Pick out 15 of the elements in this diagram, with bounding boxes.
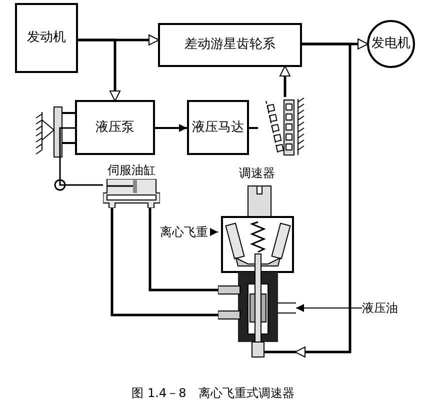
arrow bbox=[280, 66, 290, 97]
component-label: 伺服油缸 bbox=[106, 163, 156, 177]
figure-caption: 图 1.4－8 离心飞重式调速器 bbox=[130, 385, 296, 402]
arrow bbox=[294, 42, 352, 358]
process-box: 发动机 bbox=[15, 3, 78, 73]
callout-text: 离心飞重 bbox=[160, 224, 212, 240]
process-box: 液压马达 bbox=[187, 100, 249, 155]
component-label: 调速器 bbox=[238, 166, 276, 180]
arrow bbox=[296, 304, 362, 312]
arrow bbox=[78, 38, 120, 102]
process-box: 差动游星齿轮系 bbox=[158, 23, 302, 67]
callout-text: 液压油 bbox=[362, 300, 406, 316]
arrow bbox=[155, 124, 187, 132]
process-box: 液压泵 bbox=[75, 100, 155, 155]
arrow bbox=[210, 228, 218, 236]
